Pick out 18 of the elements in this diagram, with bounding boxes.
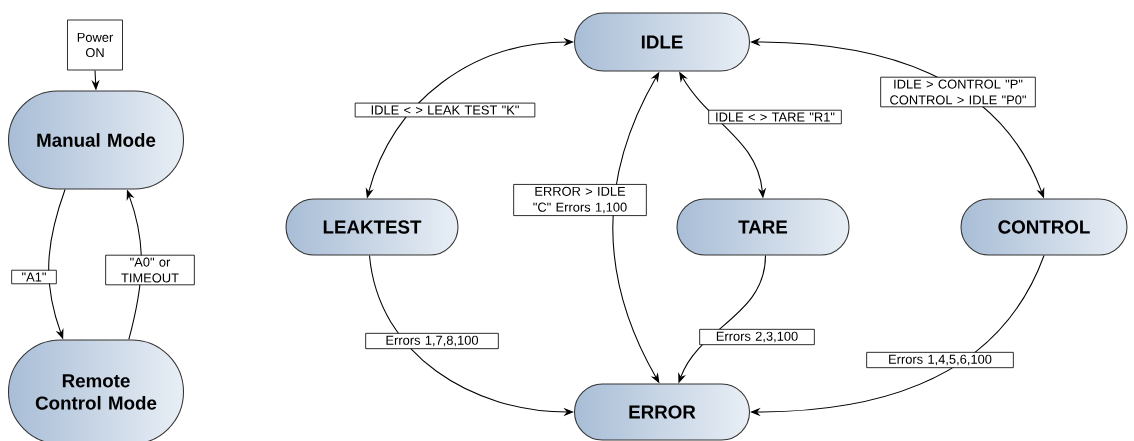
state-box: Remote Control Mode <box>7 339 185 441</box>
edge-label: Errors 1,7,8,100 <box>365 332 499 350</box>
edge-label: Errors 1,4,5,6,100 <box>866 351 1014 369</box>
edge-label: IDLE < > TARE "R1" <box>708 109 842 125</box>
state-box: Manual Mode <box>7 90 185 190</box>
arrow <box>750 255 1045 417</box>
edge-label: IDLE < > LEAK TEST "K" <box>354 102 536 118</box>
state-box: LEAKTEST <box>285 198 459 256</box>
start-box: Power ON <box>67 19 123 71</box>
edge-label: Errors 2,3,100 <box>699 328 815 346</box>
state-box: ERROR <box>573 383 751 441</box>
state-box: IDLE <box>573 12 751 72</box>
state-box: CONTROL <box>960 198 1128 256</box>
edge-label: ERROR > IDLE "C" Errors 1,100 <box>513 184 647 216</box>
edge-label: "A1" <box>11 269 57 285</box>
edge-label: IDLE > CONTROL "P" CONTROL > IDLE "P0" <box>880 76 1036 108</box>
state-box: TARE <box>676 198 850 256</box>
edge-label: "A0" or TIMEOUT <box>105 254 195 286</box>
